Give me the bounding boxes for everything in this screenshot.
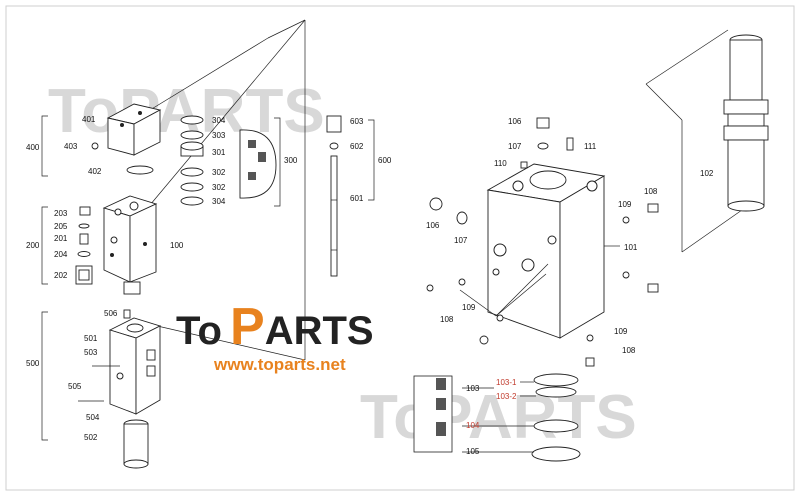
label-403: 403 [64, 142, 78, 151]
label-603: 603 [350, 117, 364, 126]
label-105: 105 [466, 447, 480, 456]
label-503: 503 [84, 348, 98, 357]
label-group-500: 500 [26, 359, 40, 368]
label-109-right-top: 109 [618, 200, 632, 209]
label-506: 506 [104, 309, 118, 318]
label-204: 204 [54, 250, 68, 259]
leader-lines [459, 245, 620, 453]
label-102: 102 [700, 169, 714, 178]
label-109-right-bottom: 109 [614, 327, 628, 336]
toparts-logo: To PARTS www.toparts.net [176, 298, 374, 374]
right-small-parts [426, 117, 659, 367]
label-303: 303 [212, 131, 226, 140]
part-101-main-body [486, 163, 606, 339]
label-108-left: 108 [440, 315, 454, 324]
part-401-cover-block [106, 103, 162, 156]
part-500-lower-block [108, 317, 162, 415]
label-501: 501 [84, 334, 98, 343]
part-200-small-parts [75, 206, 93, 285]
label-107-top: 107 [508, 142, 522, 151]
watermark-bottom: ToPARTS [360, 383, 637, 452]
part-502-sleeve [123, 419, 149, 469]
part-100-valve-body [102, 195, 158, 295]
label-group-600: 600 [378, 156, 392, 165]
part-403-bolt [91, 142, 99, 150]
label-302-a: 302 [212, 168, 226, 177]
label-101: 101 [624, 243, 638, 252]
part-300-seal-stack [180, 115, 277, 206]
label-109-left: 109 [462, 303, 476, 312]
label-304-bottom: 304 [212, 197, 226, 206]
label-602: 602 [350, 142, 364, 151]
label-103-1: 103-1 [496, 378, 517, 387]
label-202: 202 [54, 271, 68, 280]
label-100: 100 [170, 241, 184, 250]
label-104: 104 [466, 421, 480, 430]
label-302-b: 302 [212, 183, 226, 192]
label-504: 504 [86, 413, 100, 422]
label-205: 205 [54, 222, 68, 231]
label-group-400: 400 [26, 143, 40, 152]
label-106-top: 106 [508, 117, 522, 126]
label-108-right-top: 108 [644, 187, 658, 196]
label-111: 111 [584, 142, 597, 151]
label-402: 402 [88, 167, 102, 176]
label-107-left: 107 [454, 236, 468, 245]
label-203: 203 [54, 209, 68, 218]
label-106-left: 106 [426, 221, 440, 230]
label-401: 401 [82, 115, 96, 124]
label-505: 505 [68, 382, 82, 391]
label-108-right-bottom: 108 [622, 346, 636, 355]
label-110: 110 [494, 159, 507, 168]
part-102-piston [723, 34, 769, 212]
logo-brand-to: To [176, 309, 222, 353]
part-506-pin [123, 309, 131, 319]
label-301: 301 [212, 148, 226, 157]
part-103-105-seals [413, 373, 581, 462]
part-600-stem [326, 115, 342, 277]
label-103: 103 [466, 384, 480, 393]
label-502: 502 [84, 433, 98, 442]
label-304-top: 304 [212, 116, 226, 125]
label-group-200: 200 [26, 241, 40, 250]
part-402-oring [126, 165, 154, 175]
logo-brand-parts: PARTS [230, 298, 374, 356]
label-group-300: 300 [284, 156, 298, 165]
label-201: 201 [54, 234, 68, 243]
label-601: 601 [350, 194, 364, 203]
logo-website: www.toparts.net [213, 355, 346, 374]
label-103-2: 103-2 [496, 392, 517, 401]
group-brackets [41, 115, 375, 441]
